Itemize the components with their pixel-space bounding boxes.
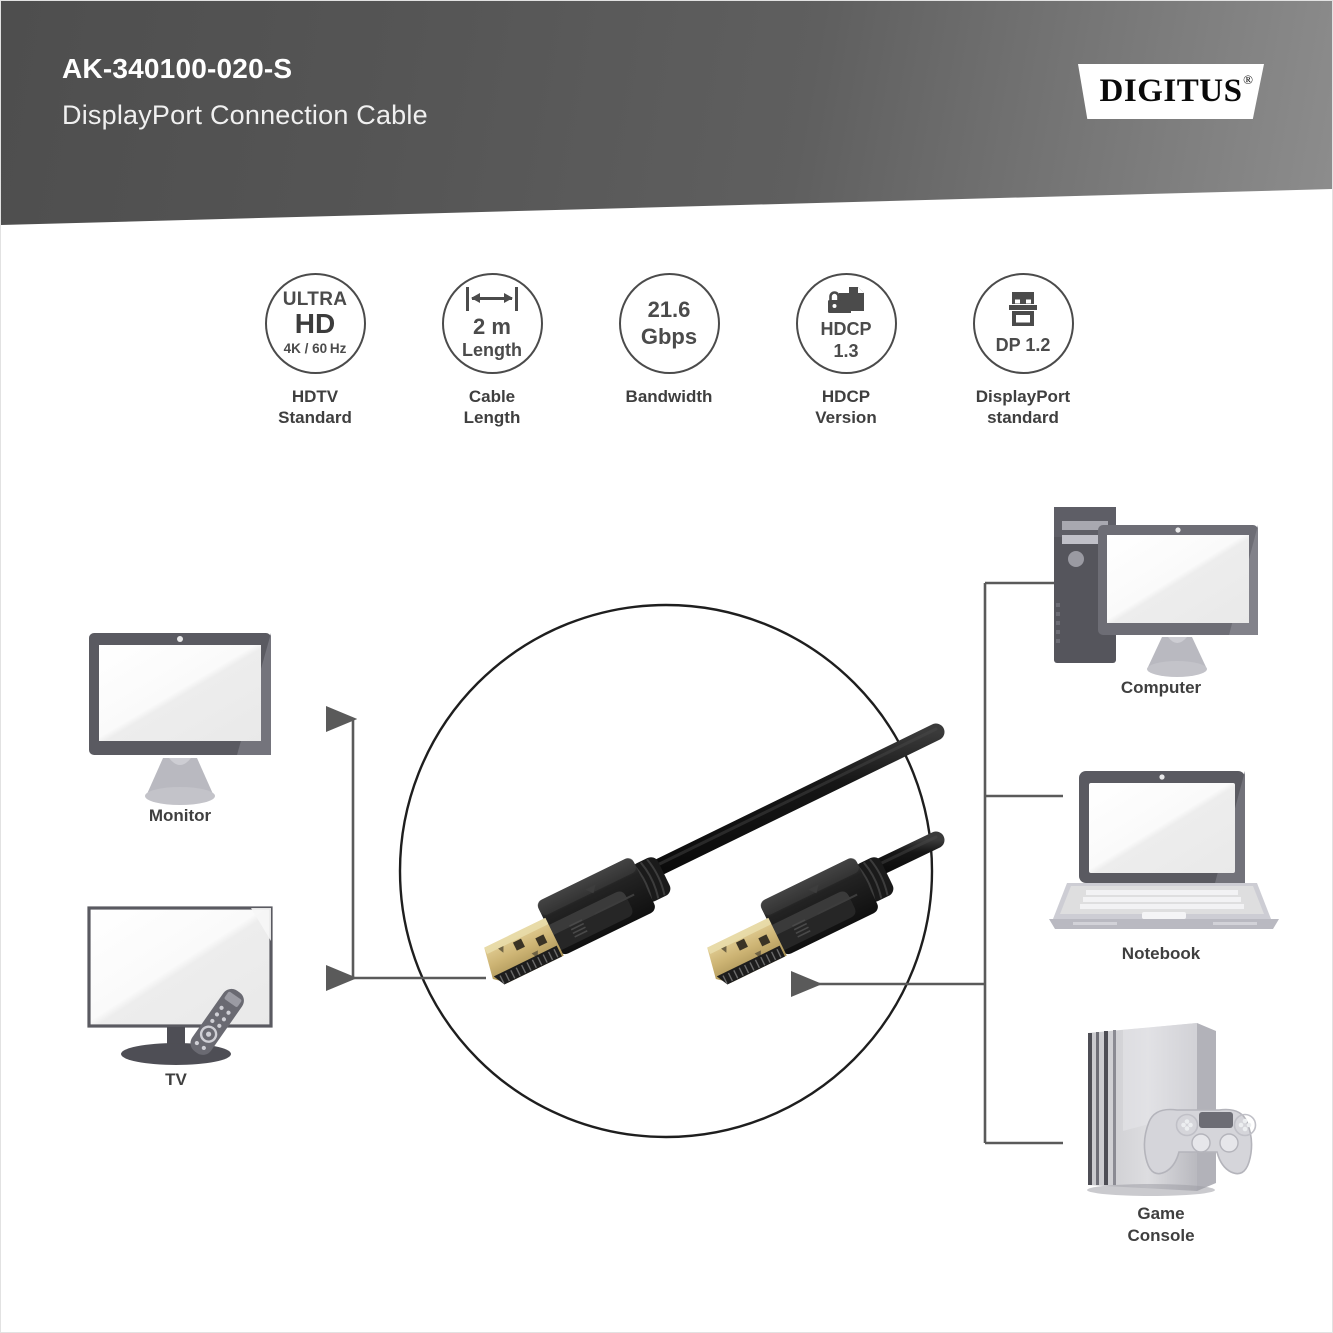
length-double-arrow-icon <box>471 293 513 303</box>
digitus-logo: DIGITUS ® <box>1078 64 1264 119</box>
output-connection-lines <box>326 706 486 991</box>
bandwidth-icon: 21.6 Gbps <box>618 273 720 374</box>
length-end-bar-left <box>466 286 469 311</box>
computer-label: Computer <box>1121 678 1202 697</box>
page-title: AK-340100-020-S <box>62 53 293 84</box>
dp-version-value: DP 1.2 <box>995 335 1051 356</box>
displayport-cable-photo <box>484 723 945 985</box>
registered-trademark-icon: ® <box>1243 72 1253 87</box>
dp-connector-glyph <box>1009 292 1037 327</box>
feature-caption: Bandwidth <box>625 387 713 406</box>
hdcp-version-value: 1.3 <box>833 340 859 361</box>
cable-length-icon: 2 m Length <box>441 273 543 374</box>
ultra-hd-line3: 4K / 60 Hz <box>283 340 347 356</box>
input-connection-lines <box>791 581 1063 1145</box>
lock-documents-glyph <box>828 286 864 313</box>
product-highlight-circle <box>398 603 934 1139</box>
computer-icon <box>1054 507 1258 677</box>
tv-icon <box>87 906 273 1065</box>
length-end-bar-right <box>515 286 518 311</box>
dp-connector-left <box>484 857 671 985</box>
ultra-hd-line1: ULTRA <box>282 289 348 311</box>
hdcp-lock-icon: HDCP 1.3 <box>795 273 897 374</box>
bandwidth-value: 21.6 <box>647 297 691 323</box>
logo-wordmark: DIGITUS <box>1099 73 1243 109</box>
notebook-label: Notebook <box>1122 944 1201 963</box>
remote-control-icon <box>190 988 244 1055</box>
game-console-label-line1: Game <box>1137 1204 1184 1223</box>
diagram-canvas: Monitor TV <box>87 507 1279 1245</box>
logo-inner-plate <box>1082 67 1260 116</box>
tv-label: TV <box>165 1070 187 1089</box>
ultra-hd-icon: ULTRA HD 4K / 60 Hz <box>264 273 366 374</box>
hdcp-label: HDCP <box>820 318 872 339</box>
page-subtitle: DisplayPort Connection Cable <box>62 100 428 130</box>
cable-length-value: 2 m <box>473 313 511 339</box>
length-arrow-icon <box>466 286 518 312</box>
cable-length-unit: Length <box>462 339 522 360</box>
game-console-label-line2: Console <box>1127 1226 1194 1245</box>
ultra-hd-line2: HD <box>294 308 336 340</box>
displayport-connector-icon: DP 1.2 <box>972 273 1074 374</box>
monitor-label: Monitor <box>149 806 212 825</box>
page-header: AK-340100-020-S DisplayPort Connection C… <box>1 1 1332 231</box>
gamepad-icon <box>1143 1108 1257 1175</box>
feature-bandwidth: 21.6 Gbps Bandwidth <box>593 273 745 407</box>
monitor-icon <box>89 633 271 805</box>
bandwidth-unit: Gbps <box>640 323 698 349</box>
dp-connector-right <box>707 857 894 985</box>
notebook-icon <box>1049 771 1279 929</box>
connection-diagram: Monitor TV <box>1 471 1332 1301</box>
game-console-icon <box>1087 1023 1257 1196</box>
